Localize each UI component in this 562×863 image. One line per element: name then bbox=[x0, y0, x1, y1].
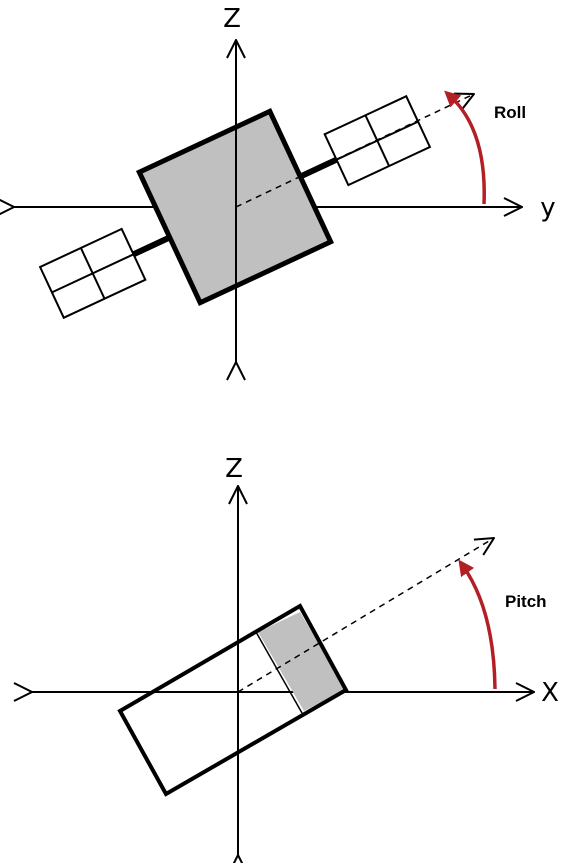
roll-rotation-label: Roll bbox=[494, 103, 526, 122]
solar-panel-left bbox=[38, 227, 147, 320]
pitch-vertical-axis-label: Z bbox=[225, 454, 243, 484]
vehicle-body bbox=[117, 603, 349, 797]
roll-horizontal-axis-label: y bbox=[540, 193, 555, 223]
pitch-body-axis bbox=[237, 538, 494, 693]
pitch-diagram: Z X Pitch bbox=[32, 454, 559, 855]
vehicle-nose-section bbox=[258, 612, 346, 711]
roll-diagram: Z y Roll bbox=[14, 4, 556, 362]
pitch-rotation-label: Pitch bbox=[505, 592, 547, 611]
pitch-rotation-arrow-icon bbox=[458, 559, 497, 690]
roll-rotation-arrow-icon bbox=[444, 90, 486, 205]
roll-vertical-axis-label: Z bbox=[223, 4, 241, 34]
vehicle-section-divider bbox=[255, 631, 303, 714]
pitch-horizontal-axis-label: X bbox=[541, 678, 559, 708]
